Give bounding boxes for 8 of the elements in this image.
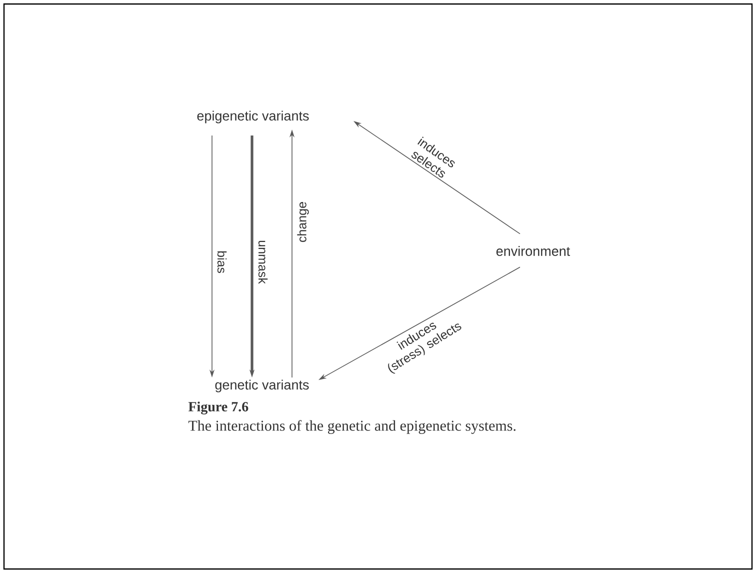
edge-label: unmask xyxy=(258,240,268,284)
node-label: genetic variants xyxy=(215,380,309,392)
node-label: epigenetic variants xyxy=(197,110,309,124)
caption: The interactions of the genetic and epigenetic systems. xyxy=(188,420,516,434)
edge-label: bias xyxy=(217,251,227,273)
figure-number: Figure 7.6 xyxy=(188,402,248,414)
node-label: environment xyxy=(496,246,570,256)
edge-label: change xyxy=(297,202,309,242)
